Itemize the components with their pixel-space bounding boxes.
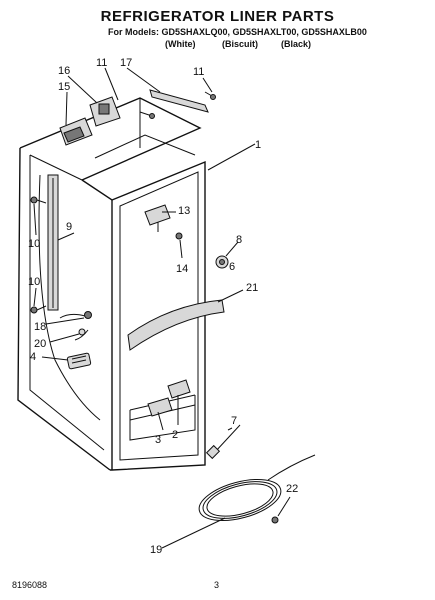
callout-3: 3 bbox=[155, 434, 161, 446]
liner-cabinet bbox=[17, 97, 206, 471]
callout-9: 9 bbox=[66, 221, 72, 233]
callout-22: 22 bbox=[286, 483, 298, 495]
callout-13: 13 bbox=[178, 205, 190, 217]
variant-black: (Black) bbox=[281, 39, 312, 49]
screw-top-right bbox=[204, 91, 216, 100]
page-number: 3 bbox=[214, 580, 220, 590]
screw-upper bbox=[30, 196, 47, 204]
callout-2: 2 bbox=[172, 429, 178, 441]
callout-11b: 11 bbox=[193, 66, 204, 78]
page-title: REFRIGERATOR LINER PARTS bbox=[100, 8, 335, 25]
callout-19: 19 bbox=[150, 544, 162, 556]
callout-1: 1 bbox=[255, 139, 261, 151]
callout-10b: 10 bbox=[28, 276, 40, 288]
models-line: For Models: GD5SHAXLQ00, GD5SHAXLT00, GD… bbox=[108, 27, 367, 37]
callout-7: 7 bbox=[231, 415, 237, 427]
screw-lower bbox=[30, 305, 47, 314]
callout-20: 20 bbox=[34, 338, 46, 350]
switch-assembly bbox=[59, 311, 92, 341]
leader-lines bbox=[33, 67, 291, 549]
callout-21: 21 bbox=[246, 282, 258, 294]
callout-15: 15 bbox=[58, 81, 70, 93]
screw-bracket bbox=[175, 232, 183, 240]
callout-8: 8 bbox=[236, 234, 242, 246]
lower-bracket-right bbox=[167, 379, 191, 399]
callout-6: 6 bbox=[229, 261, 235, 273]
callout-16: 16 bbox=[58, 65, 70, 77]
top-rail bbox=[149, 89, 209, 113]
screw-top-left bbox=[139, 111, 155, 119]
callout-17: 17 bbox=[120, 57, 132, 69]
callout-4: 4 bbox=[30, 351, 36, 363]
drain-connector bbox=[205, 424, 241, 460]
curved-cover bbox=[127, 299, 225, 351]
callout-18: 18 bbox=[34, 321, 46, 333]
water-tube-coil bbox=[198, 454, 316, 522]
tube-clip-screw bbox=[271, 516, 279, 524]
callout-10a: 10 bbox=[28, 238, 40, 250]
callout-11a: 11 bbox=[96, 57, 107, 69]
models-prefix: For Models: bbox=[108, 27, 159, 37]
variant-white: (White) bbox=[165, 39, 196, 49]
variant-biscuit: (Biscuit) bbox=[222, 39, 258, 49]
document-number: 8196088 bbox=[12, 580, 48, 590]
callout-labels: 16 15 11 17 11 1 13 14 8 6 21 9 10 10 18… bbox=[28, 57, 298, 556]
callout-14: 14 bbox=[176, 263, 188, 275]
lower-bracket-left bbox=[147, 397, 173, 417]
bracket bbox=[144, 204, 171, 226]
models-list: GD5SHAXLQ00, GD5SHAXLT00, GD5SHAXLB00 bbox=[161, 27, 367, 37]
